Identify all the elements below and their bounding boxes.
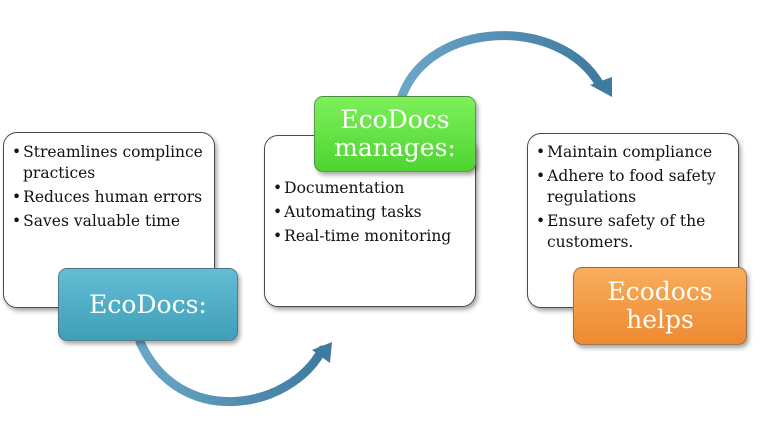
manages-list: Documentation Automating tasks Real-time… xyxy=(273,178,467,247)
helps-list: Maintain compliance Adhere to food safet… xyxy=(536,142,730,253)
list-item: Real-time monitoring xyxy=(273,226,467,247)
list-item: Ensure safety of the customers. xyxy=(536,211,730,253)
list-item: Saves valuable time xyxy=(12,211,206,232)
list-item: Maintain compliance xyxy=(536,142,730,163)
benefits-card: Streamlines complince practices Reduces … xyxy=(3,132,215,308)
list-item: Streamlines complince practices xyxy=(12,142,206,184)
ecodocs-manages-label: EcoDocs manages: xyxy=(314,96,476,172)
list-item: Automating tasks xyxy=(273,202,467,223)
list-item: Reduces human errors xyxy=(12,187,206,208)
benefits-list: Streamlines complince practices Reduces … xyxy=(12,142,206,232)
curved-arrow-2-to-3 xyxy=(397,31,605,101)
list-item: Adhere to food safety regulations xyxy=(536,166,730,208)
ecodocs-helps-label: Ecodocs helps xyxy=(573,267,747,345)
arrowhead-1 xyxy=(312,342,332,363)
ecodocs-label: EcoDocs: xyxy=(58,268,238,341)
curved-arrow-1-to-2 xyxy=(135,337,327,407)
arrowhead-2 xyxy=(590,77,612,97)
list-item: Documentation xyxy=(273,178,467,199)
